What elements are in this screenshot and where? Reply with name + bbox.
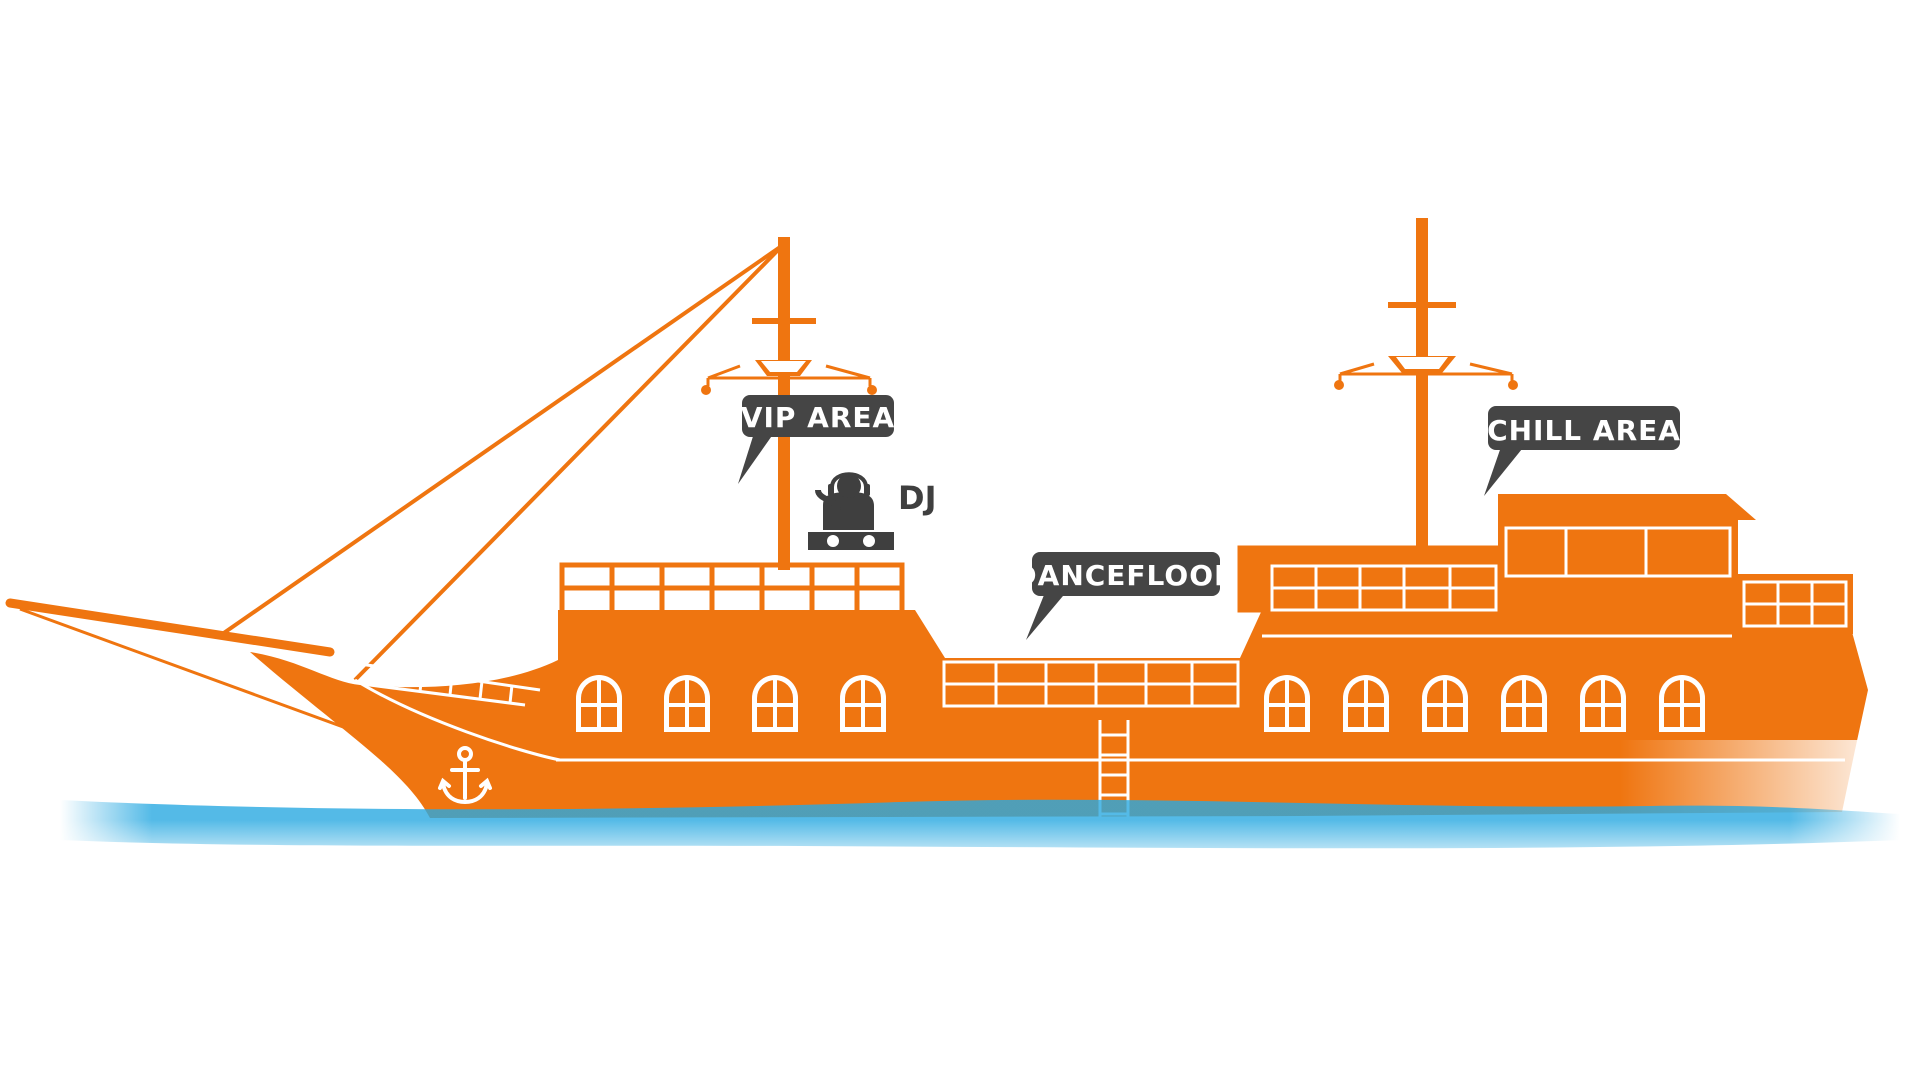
window — [1501, 675, 1547, 732]
window — [752, 675, 798, 732]
dj-icon — [808, 472, 894, 550]
window — [576, 675, 622, 732]
chill-area-callout: CHILL AREA — [1484, 406, 1681, 496]
portholes — [576, 675, 1705, 732]
vip-area-callout: VIP AREA — [738, 395, 895, 484]
rear-deck-railing — [1237, 545, 1501, 613]
vip-area-label: VIP AREA — [741, 401, 895, 434]
anchor-icon — [438, 746, 492, 805]
water — [40, 799, 1920, 870]
window — [1580, 675, 1626, 732]
window — [1264, 675, 1310, 732]
front-deck-railing — [559, 562, 905, 616]
dancefloor-label: DANCEFLOOR — [1013, 559, 1236, 592]
chill-area-label: CHILL AREA — [1487, 414, 1681, 447]
window — [1422, 675, 1468, 732]
window — [840, 675, 886, 732]
rigging — [216, 243, 785, 682]
dj-label: DJ — [898, 479, 936, 517]
window — [664, 675, 710, 732]
window — [1343, 675, 1389, 732]
rear-mast — [1334, 218, 1518, 613]
hull — [250, 610, 1880, 820]
chill-area-cabin — [1498, 494, 1853, 634]
middle-deck-railing — [930, 658, 1245, 710]
dancefloor-callout: DANCEFLOOR — [1013, 552, 1236, 640]
window — [1659, 675, 1705, 732]
